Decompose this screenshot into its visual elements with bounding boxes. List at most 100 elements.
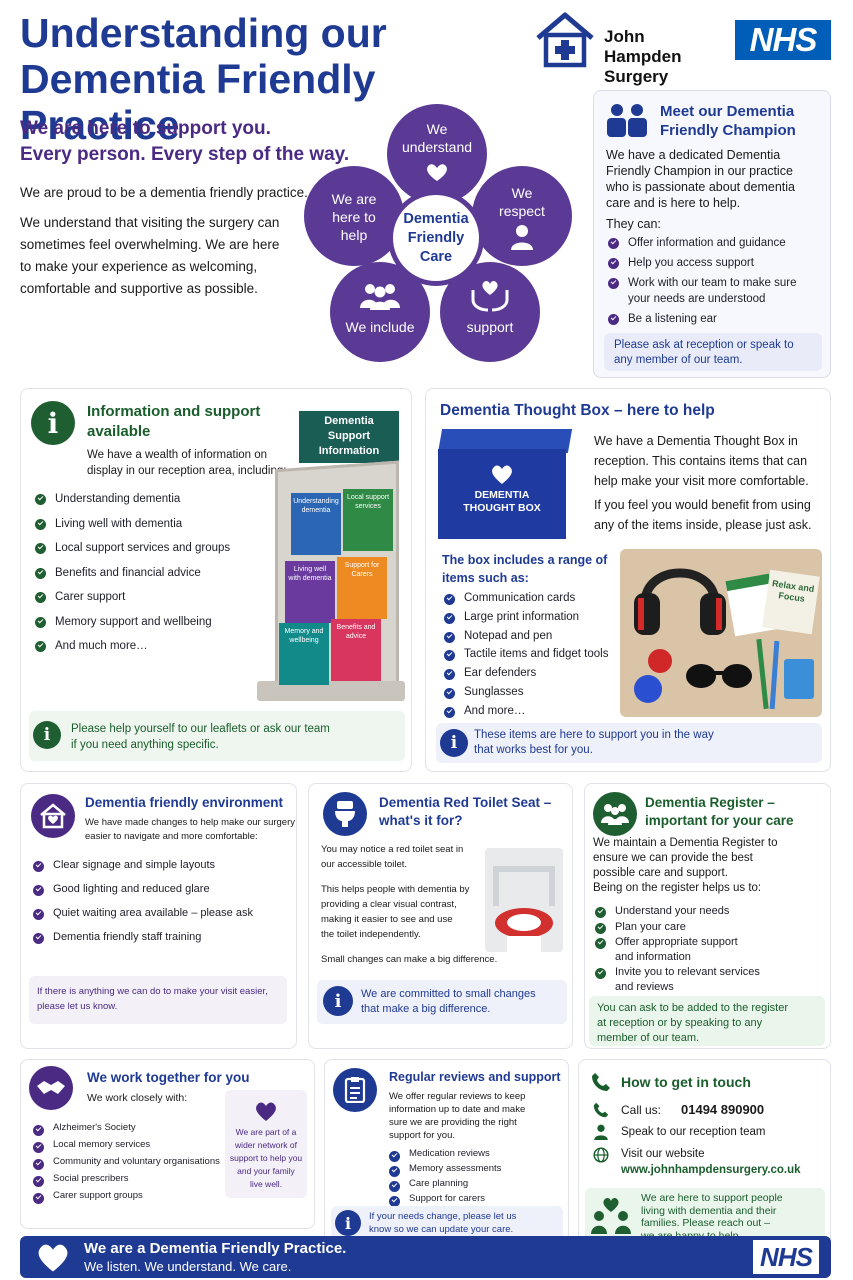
rack-base [257, 681, 405, 701]
contact-reception: Speak to our reception team [621, 1126, 766, 1138]
thought-desc-line1: We have a Dementia Thought Box in [594, 434, 798, 448]
reviews-note: i If your needs change, please let us kn… [331, 1206, 563, 1240]
tagline-line1: We are here to support you. [20, 118, 271, 139]
person-icon [594, 1124, 608, 1140]
petal-here-line2: here to [332, 209, 376, 225]
together-title: We work together for you [87, 1070, 250, 1085]
surgery-name-line1: John Hampden [604, 27, 682, 66]
tagline-line2: Every person. Every step of the way. [20, 144, 350, 165]
flower-center-line3: Care [419, 248, 453, 265]
thought-box-card: Dementia Thought Box – here to help DEME… [425, 388, 831, 772]
list-item: Local memory services [31, 1139, 241, 1153]
together-side-note: We are part of a wider network of suppor… [225, 1090, 307, 1198]
intro-text: We are proud to be a dementia friendly p… [20, 182, 320, 300]
champion-note-line2: any member of our team. [614, 354, 743, 366]
intro-para1: We are proud to be a dementia friendly p… [20, 185, 308, 200]
list-item-text: Offer appropriate support [615, 936, 738, 948]
contact-phone[interactable]: 01494 890900 [681, 1102, 765, 1117]
petal-understand-line1: We [426, 121, 448, 137]
card-icon [784, 659, 814, 699]
contact-website-label: Visit our website [621, 1148, 705, 1160]
register-note-line3: member of our team. [597, 1032, 700, 1044]
thought-box-items-photo: Relax and Focus [620, 549, 822, 717]
phone-icon [593, 1102, 609, 1118]
thought-box-title: Dementia Thought Box – here to help [440, 402, 715, 419]
together-side-line5: live well. [249, 1179, 283, 1189]
contact-website-link[interactable]: www.johnhampdensurgery.co.uk [621, 1164, 801, 1176]
rack-sign-line2: Support [327, 430, 371, 442]
toilet-note-line1: We are committed to small changes [361, 988, 536, 1000]
list-item: Help you access support [606, 255, 828, 271]
list-item: Sunglasses [442, 685, 632, 700]
footer-line2: We listen. We understand. We care. [84, 1259, 292, 1274]
list-item: Clear signage and simple layouts [31, 858, 293, 873]
petal-include-label: We include [345, 319, 415, 335]
leaflet: Benefits and advice [331, 619, 381, 681]
contact-note-line1: We are here to support people [641, 1192, 783, 1204]
ear-defenders-icon [634, 568, 726, 635]
heart-icon [492, 465, 512, 484]
thought-range-line1: The box includes a range of [442, 553, 608, 567]
info-small-icon: i [335, 1210, 361, 1236]
together-side-line4: and your family [237, 1166, 295, 1176]
champion-title-line1: Meet our Dementia [660, 103, 795, 120]
box-label-line2: THOUGHT BOX [463, 502, 541, 514]
petal-we-respect: We respect [472, 166, 572, 266]
list-item: Carer support [33, 589, 273, 605]
nhs-logo: NHS [735, 20, 831, 60]
list-item: Community and voluntary organisations [31, 1156, 241, 1170]
surgery-logo: John Hampden Surgery [532, 10, 722, 86]
toilet-p2-line1: This helps people with dementia by [321, 884, 470, 895]
toilet-icon [323, 792, 367, 836]
list-item: Benefits and financial advice [33, 565, 273, 581]
list-item: Understanding dementia [33, 491, 273, 507]
register-desc-line1: We maintain a Dementia Register to [593, 837, 778, 849]
toilet-seat-card: Dementia Red Toilet Seat – what's it for… [308, 783, 573, 1049]
toilet-title-line2: what's it for? [379, 813, 463, 828]
list-item: Memory assessments [387, 1163, 563, 1177]
person-icon [511, 225, 533, 250]
info-note: i Please help yourself to our leaflets o… [29, 711, 405, 761]
champion-title-line2: Friendly Champion [660, 122, 796, 139]
list-item: Living well with dementia [33, 516, 273, 532]
reviews-desc-line1: We offer regular reviews to keep [389, 1091, 526, 1102]
register-title-line2: important for your care [645, 813, 794, 828]
register-card: Dementia Register – important for your c… [584, 783, 831, 1049]
champion-desc-line3: who is passionate about dementia [606, 180, 796, 194]
reviews-desc-line2: information up to date and make [389, 1104, 526, 1115]
petal-understand-line2: understand [401, 139, 473, 155]
list-item: Notepad and pen [442, 629, 632, 644]
people-icon [607, 104, 647, 137]
toilet-p2-line3: making it easier to see and use [321, 914, 453, 925]
house-cross-icon [536, 12, 594, 68]
handshake-icon [29, 1066, 73, 1110]
reviews-note-line1: If your needs change, please let us [369, 1211, 517, 1222]
list-item-text: Work with our team to make sure [628, 277, 797, 289]
leaflet: Living well with dementia [285, 561, 335, 623]
thought-box-note: i These items are here to support you in… [436, 723, 822, 763]
champion-desc-line4: care and is here to help. [606, 196, 741, 210]
together-card: We work together for you We work closely… [20, 1059, 315, 1229]
toilet-note: i We are committed to small changes that… [317, 980, 567, 1024]
info-small-icon: i [323, 986, 353, 1016]
leaflet: Memory and wellbeing [279, 623, 329, 685]
thought-range-line2: items such as: [442, 571, 529, 585]
thought-box-illustration: DEMENTIA THOUGHT BOX [437, 429, 574, 539]
toilet-p1-line2: our accessible toilet. [321, 859, 408, 870]
contact-card: How to get in touch Call us: 01494 89090… [578, 1059, 831, 1245]
tagline: We are here to support you. Every person… [20, 116, 349, 168]
thought-desc-line4: If you feel you would benefit from using [594, 498, 811, 512]
register-note-line1: You can ask to be added to the register [597, 1002, 789, 1014]
box-label-line1: DEMENTIA [474, 489, 530, 501]
stress-ball-blue [634, 675, 662, 703]
toilet-p1-line1: You may notice a red toilet seat in [321, 844, 464, 855]
page-title-line2: Dementia Friendly Practice [20, 56, 376, 148]
list-item: Social prescribers [31, 1173, 241, 1187]
heart-icon [256, 1102, 276, 1121]
reviews-card: Regular reviews and support We offer reg… [324, 1059, 569, 1245]
toilet-note-line2: that make a big difference. [361, 1003, 491, 1015]
reviews-note-line2: know so we can update your care. [369, 1224, 514, 1235]
toilet-p3: Small changes can make a big difference. [321, 954, 498, 965]
list-item: Ear defenders [442, 666, 632, 681]
thought-desc-line3: help make your visit more comfortable. [594, 474, 809, 488]
